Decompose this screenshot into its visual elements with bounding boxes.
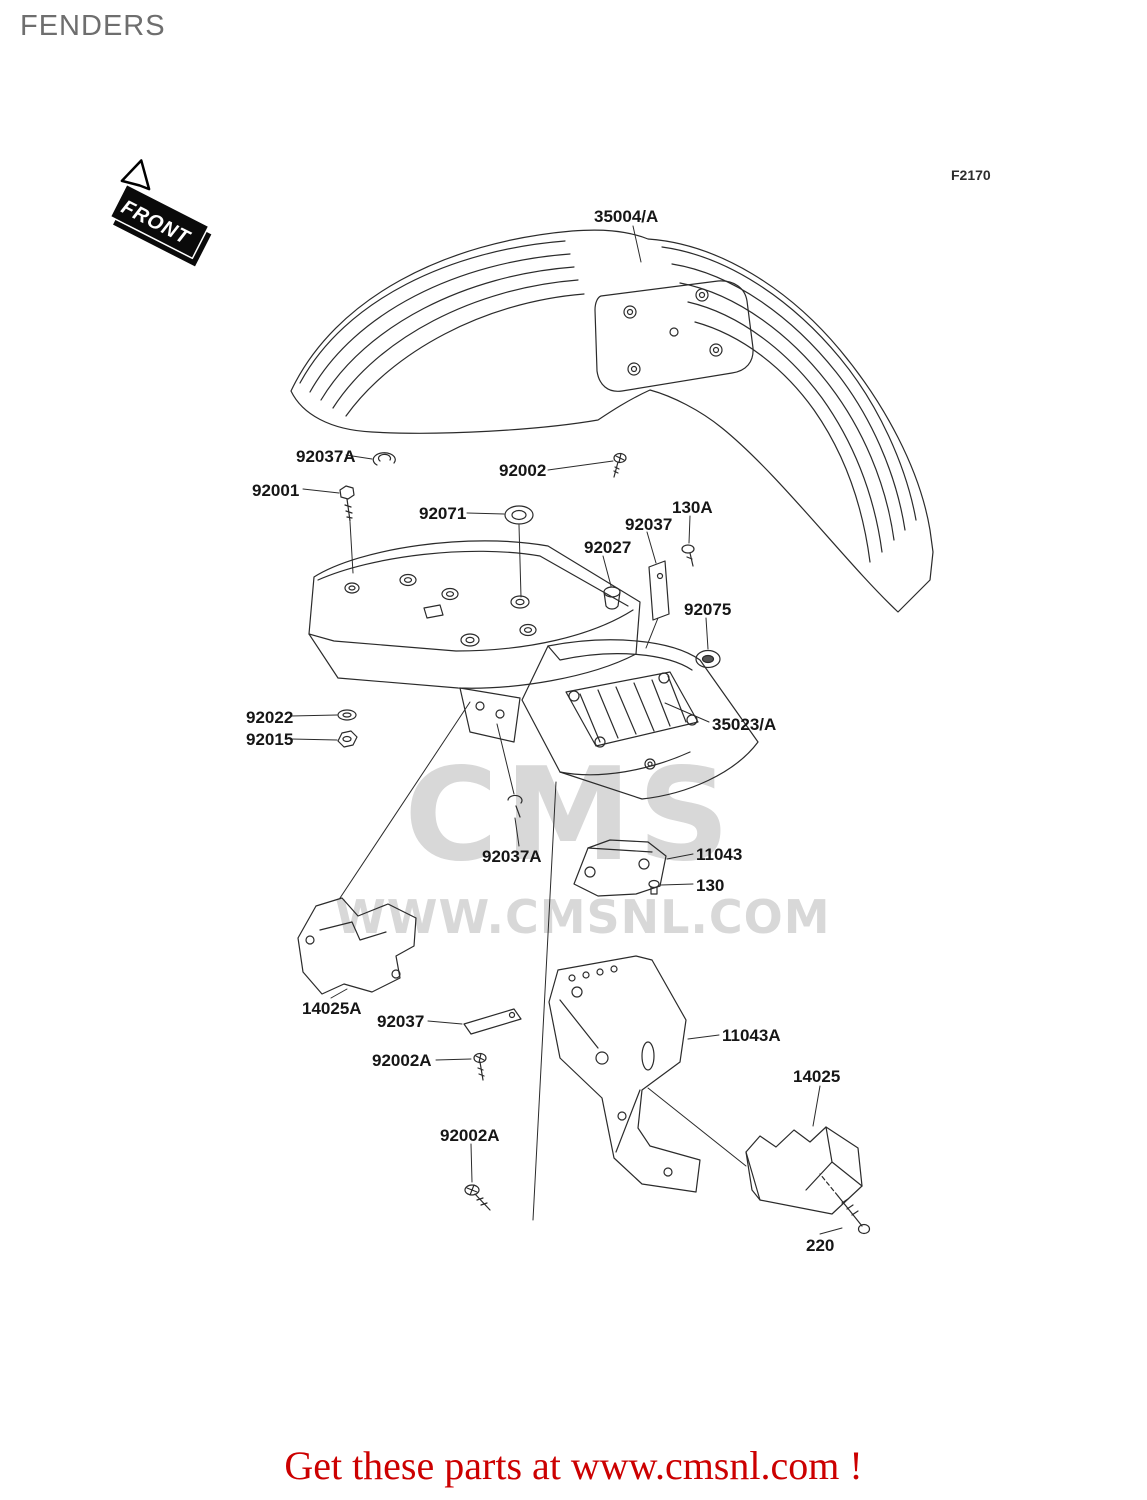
grommet-92075 <box>695 649 721 669</box>
screw-92002a-lower <box>464 1184 491 1211</box>
damper-14025 <box>745 1126 863 1215</box>
screw-92002 <box>613 452 627 478</box>
clamp-92037a-top <box>372 452 396 466</box>
figure-code: F2170 <box>951 167 991 183</box>
bolt-92001 <box>339 485 355 522</box>
clamp-92037a-bottom <box>507 794 523 818</box>
plate-92037-top <box>648 560 670 621</box>
front-fender-35004 <box>290 229 934 613</box>
bracket-11043a <box>548 955 701 1193</box>
screw-92002a-upper <box>473 1052 487 1081</box>
nut-92015 <box>337 730 358 748</box>
page-title: FENDERS <box>20 10 166 42</box>
washer-92022 <box>337 709 357 721</box>
footer-cmsnl-link[interactable]: Get these parts at www.cmsnl.com ! <box>284 1443 863 1488</box>
screw-220 <box>819 1173 871 1235</box>
bolt-130a <box>681 544 695 567</box>
leader-lines <box>290 225 843 1235</box>
plate-92037-bottom <box>463 1008 522 1035</box>
rear-fender-35023 <box>308 540 759 800</box>
flap-14025a <box>297 897 417 995</box>
bolt-130 <box>648 879 660 895</box>
damper-92027 <box>603 586 621 610</box>
front-direction-badge: FRONT <box>109 159 212 267</box>
grommet-92071 <box>504 505 534 525</box>
bracket-11043 <box>573 839 667 897</box>
